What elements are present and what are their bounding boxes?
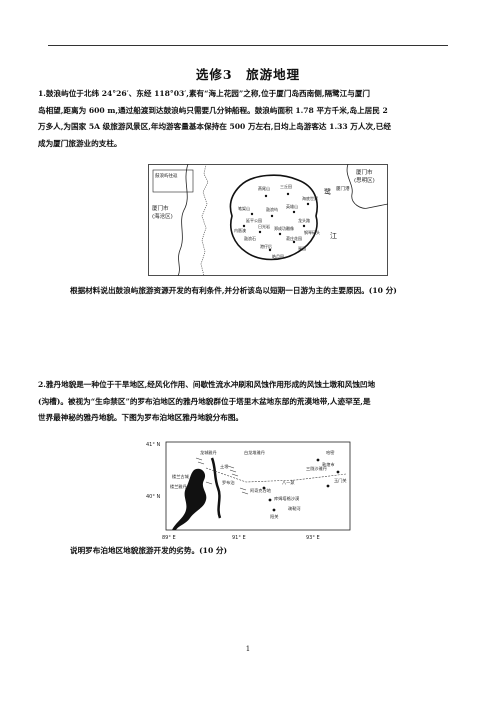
lat-label: 41° N [146, 442, 160, 448]
map-place: 阳关 [270, 513, 278, 520]
map-place: 楼兰古城 [172, 473, 190, 480]
lon-label: 89° E [162, 535, 176, 541]
map-place: 钢琴码头 [304, 229, 320, 235]
map-dock-label: 厦门港 [336, 185, 350, 192]
map-place: 燕尾山 [258, 185, 270, 191]
gulangyu-map: 鼓浪屿往返 厦门市 (海沧区) 厦门市 (思明区) 厦门港 鹭 江 燕尾山 三丘… [148, 164, 388, 276]
question-1-line: 1.鼓浪屿位于北纬 24°26′、东经 118°03′,素有“海上花园”之称,位… [38, 89, 371, 98]
map-right-label-1: 厦门市 [356, 168, 373, 176]
map-place: 玉门关 [334, 477, 347, 484]
map-place: 哈密 [326, 449, 334, 456]
question-1-line: 岛相望,距离为 600 m,通过船渡到达鼓浪屿只需要几分钟船程。鼓浪屿面积 1.… [38, 105, 388, 115]
question-1-line: 万多人,为国家 5A 级旅游风景区,年均游客量基本保持在 500 万左右,日均上… [38, 122, 391, 131]
map-sea-label-1: 鹭 [324, 187, 331, 196]
question-2-line: 2.雅丹地貌是一种位于干旱地区,经风化作用、间歇性流水冲刷和风蚀作用形成的风蚀土… [38, 380, 376, 389]
map-sea-label-2: 江 [330, 232, 337, 240]
question-2-text: 2.雅丹地貌是一种位于干旱地区,经风化作用、间歇性流水冲刷和风蚀作用形成的风蚀土… [38, 377, 460, 427]
map-place: 龙头路 [298, 217, 310, 223]
map-place: 罗布泊 [222, 479, 235, 486]
gulangyu-island-outline [229, 174, 318, 261]
map-place: 内厝澳 [234, 227, 246, 233]
map-place: 港仔后 [260, 243, 272, 249]
map-left-label-2: (海沧区) [152, 212, 173, 220]
lon-label: 93° E [306, 535, 320, 541]
map-box-label: 鼓浪屿往返 [155, 172, 178, 179]
map-place: 英雄山 [286, 203, 298, 209]
map-place: 土垠 [220, 463, 229, 470]
question-2-line: (沟槽)。被视为“生命禁区”的罗布泊地区的雅丹地貌群位于塔里木盆地东部的荒漠地带… [38, 396, 371, 406]
map-place: 日光岩 [258, 223, 270, 229]
question-1-text: 1.鼓浪屿位于北纬 24°26′、东经 118°03′,素有“海上花园”之称,位… [38, 86, 460, 152]
lop-nur-yardang-map: 41° N 40° N 89° E 91° E 93° E 龙城雅丹 白龙堆雅丹… [146, 441, 351, 541]
map-place: 笔架山 [238, 205, 250, 211]
map-place: 琴园 [298, 245, 306, 251]
map-place: 龙城雅丹 [200, 449, 217, 456]
question-2-line: 世界最神秘的雅丹地貌。下图为罗布泊地区雅丹地貌分布图。 [38, 413, 244, 422]
map-place: 皓月园 [272, 253, 284, 259]
question-2-prompt: 说明罗布泊地区地貌旅游开发的劣势。(10 分) [70, 546, 228, 555]
map-left-label-1: 厦门市 [152, 204, 169, 212]
map-place: 阿奇克谷地 [250, 487, 272, 494]
map-place: 白龙堆雅丹 [244, 449, 265, 456]
header-rule [48, 45, 448, 46]
map-place: 楼兰雅丹 [170, 483, 187, 490]
question-1-prompt: 根据材料说出鼓浪屿旅游资源开发的有利条件,并分析该岛以短期一日游为主的主要原因。… [70, 286, 397, 295]
lop-nur-landform [172, 468, 207, 530]
page-title: 选修3 旅游地理 [195, 67, 301, 82]
question-1-line: 成为厦门旅游业的支柱。 [38, 138, 122, 148]
map-place: 鼓浪石 [244, 235, 256, 241]
map-place: 三丘田 [280, 183, 292, 189]
lat-label: 40° N [146, 494, 160, 500]
map-place: 三陇沙雅丹 [306, 465, 327, 472]
map-place: 郑成功雕像 [274, 225, 294, 231]
page-number: 1 [245, 645, 251, 653]
lon-label: 91° E [232, 535, 246, 541]
map-place: 八一泉 [282, 479, 295, 485]
map-right-label-2: (思明区) [354, 177, 375, 184]
map-place: 敦煌市 [322, 461, 335, 468]
map-place: 库姆塔格沙漠 [274, 495, 300, 502]
map-place: 海底世界 [302, 195, 318, 201]
map-place: 延平公园 [246, 217, 262, 223]
map-place: 鼓浪屿 [266, 206, 278, 212]
map-place: 疏勒河 [288, 505, 301, 512]
map-place: 菽庄花园 [286, 235, 302, 241]
